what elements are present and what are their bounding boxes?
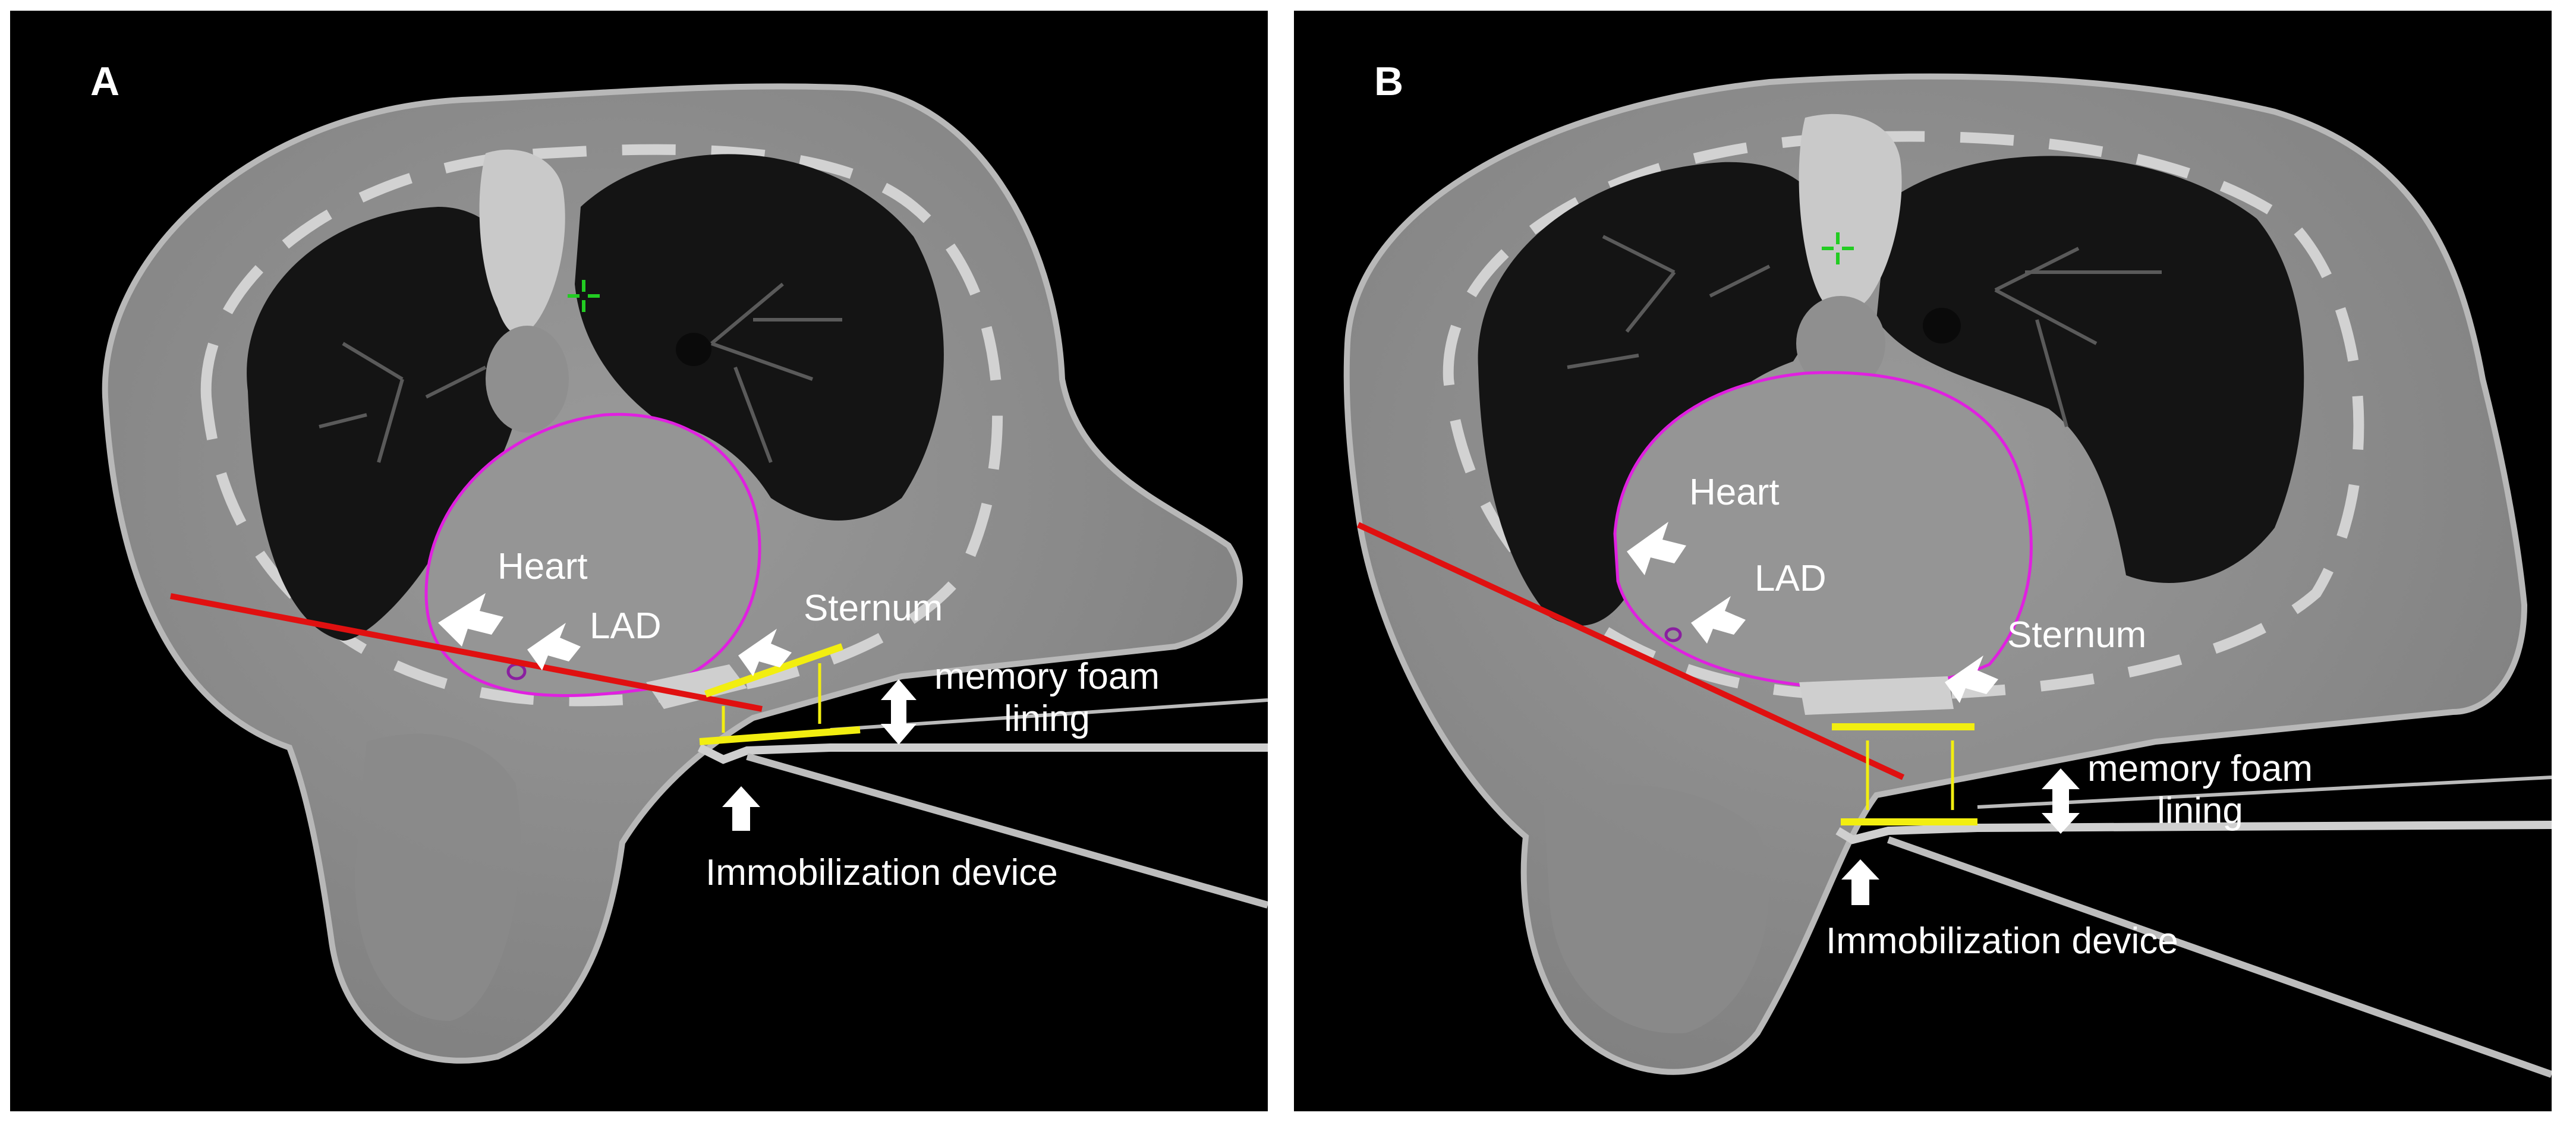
breast-tissue <box>1544 784 1769 1033</box>
lung-vessels <box>319 282 842 464</box>
foam-label-line2: lining <box>1004 698 1090 740</box>
foam-double-arrow-a <box>881 679 917 745</box>
ct-panel-b: B Heart LAD Sternum memory foam lining I… <box>1294 11 2552 1111</box>
device-label: Immobilization device <box>706 852 1058 893</box>
foam-label: memory foam lining <box>2087 748 2313 833</box>
aorta <box>1796 296 1885 391</box>
ct-scan-b <box>1343 73 2552 1078</box>
sternum-label: Sternum <box>2007 614 2147 655</box>
sternum <box>646 664 747 709</box>
immobilization-device <box>1835 776 2552 1078</box>
heart-arrow-b <box>1627 522 1686 575</box>
annotation-arrows <box>438 593 917 831</box>
lad-label: LAD <box>1755 558 1826 599</box>
device-label: Immobilization device <box>1826 921 2178 962</box>
left-lung <box>575 154 944 521</box>
left-lung <box>1876 156 2304 584</box>
foam-thickness-markers <box>1832 723 1977 825</box>
foam-label-line1: memory foam <box>2087 748 2313 789</box>
lad-arrow-a <box>527 623 581 670</box>
ct-panel-a: A Heart LAD Sternum memory foam lining I… <box>10 11 1268 1111</box>
tangent-red-line <box>170 593 763 712</box>
right-lung <box>247 207 528 641</box>
spine <box>1799 114 1902 313</box>
sternum-label: Sternum <box>804 588 943 629</box>
isocenter-crosshair <box>1822 232 1854 264</box>
foam-label: memory foam lining <box>934 655 1160 740</box>
lad-contour <box>1664 627 1682 642</box>
sternum-arrow-b <box>1945 655 1998 703</box>
heart-arrow-a <box>438 593 503 647</box>
heart-label: Heart <box>1689 472 1780 513</box>
foam-label-line1: memory foam <box>934 656 1160 697</box>
isocenter-crosshair <box>568 280 600 312</box>
annotation-arrows <box>1627 522 2080 905</box>
lad-label: LAD <box>590 606 662 647</box>
panel-label: A <box>90 59 120 104</box>
lad-arrow-b <box>1691 596 1746 644</box>
aorta <box>486 326 569 433</box>
foam-thickness-markers <box>699 643 861 745</box>
rib-cage <box>1443 131 2364 701</box>
sternum-arrow-a <box>738 629 792 676</box>
tangent-red-line <box>1356 522 1905 780</box>
lung-vessels <box>1567 235 2162 427</box>
sternum <box>1799 676 1954 715</box>
device-arrow-a <box>722 786 760 831</box>
foam-label-line2: lining <box>2157 790 2243 832</box>
panel-label: B <box>1374 59 1404 104</box>
heart-label: Heart <box>497 546 588 587</box>
heart-contour <box>424 412 761 697</box>
device-arrow-b <box>1841 859 1879 905</box>
breast-tissue <box>355 733 521 1021</box>
spine <box>479 149 565 335</box>
trachea <box>676 333 711 366</box>
trachea <box>1923 308 1961 343</box>
ct-scan-a <box>102 83 1268 1064</box>
foam-double-arrow-b <box>2042 768 2080 834</box>
